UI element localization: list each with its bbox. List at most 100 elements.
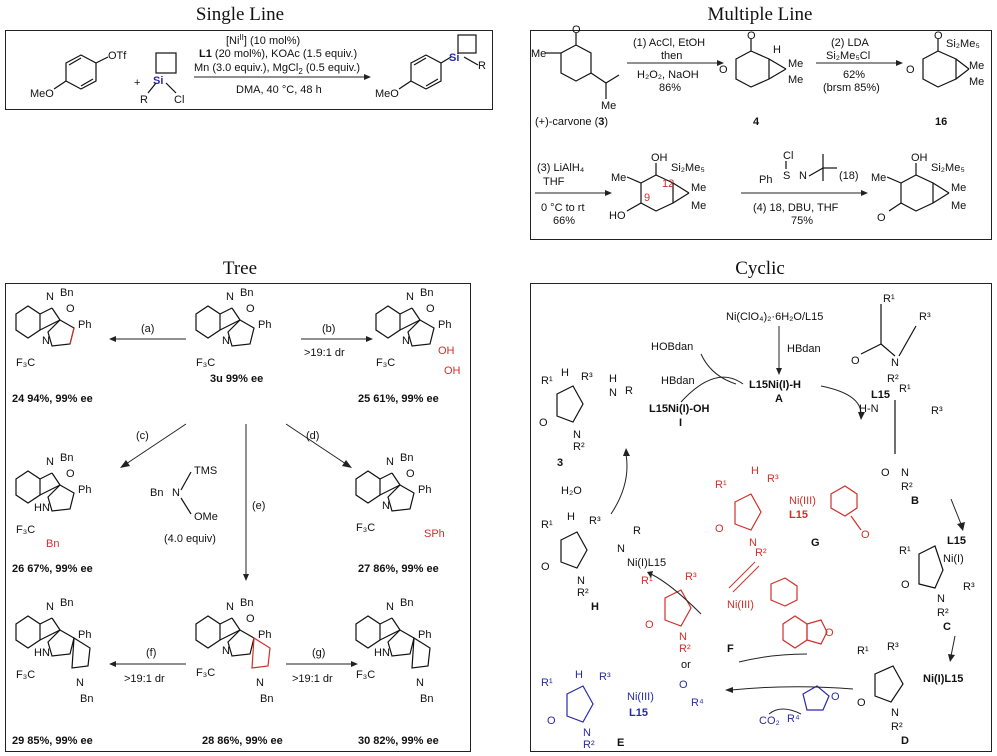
svg-text:O: O bbox=[715, 523, 724, 535]
svg-text:Si: Si bbox=[449, 52, 459, 64]
step-g: (g) bbox=[312, 647, 325, 659]
svg-text:Me: Me bbox=[951, 200, 966, 212]
compound-28: N Bn O Ph N F₃C N Bn bbox=[195, 597, 273, 705]
step3-temp: 0 °C to rt bbox=[541, 202, 585, 214]
svg-text:R²: R² bbox=[755, 547, 767, 559]
svg-text:F₃C: F₃C bbox=[356, 669, 375, 681]
compound-3u: N Bn O Ph N F₃C bbox=[195, 287, 271, 369]
svg-text:R²: R² bbox=[679, 643, 691, 655]
svg-text:O: O bbox=[901, 579, 910, 591]
label-A: A bbox=[775, 393, 783, 405]
svg-text:N: N bbox=[226, 601, 234, 613]
svg-text:Me: Me bbox=[531, 48, 546, 60]
svg-text:H: H bbox=[561, 367, 569, 379]
compound-16-label: 16 bbox=[935, 116, 947, 128]
svg-text:Ph: Ph bbox=[418, 629, 431, 641]
svg-text:N: N bbox=[42, 335, 50, 347]
svg-text:Me: Me bbox=[969, 76, 984, 88]
svg-text:R³: R³ bbox=[599, 671, 611, 683]
svg-text:Ph: Ph bbox=[759, 174, 772, 186]
svg-text:F₃C: F₃C bbox=[16, 524, 35, 536]
svg-text:N: N bbox=[901, 467, 909, 479]
svg-text:O: O bbox=[831, 691, 840, 703]
svg-text:O: O bbox=[406, 468, 415, 480]
species-I: L15Ni(I)-OH bbox=[649, 403, 710, 415]
label-C: C bbox=[943, 621, 951, 633]
svg-text:Ph: Ph bbox=[418, 484, 431, 496]
svg-text:R²: R² bbox=[937, 607, 949, 619]
svg-text:R³: R³ bbox=[767, 473, 779, 485]
svg-text:R¹: R¹ bbox=[541, 375, 553, 387]
carvone-label: (+)-carvone (3) bbox=[535, 116, 608, 128]
svg-text:N: N bbox=[46, 291, 54, 303]
svg-text:Bn: Bn bbox=[400, 452, 413, 464]
svg-text:R: R bbox=[140, 94, 148, 106]
cond-ni: [NiII] (10 mol%) bbox=[226, 33, 300, 47]
step-f: (f) bbox=[146, 647, 156, 659]
svg-text:Ph: Ph bbox=[78, 319, 91, 331]
species-F: R¹ R³ O N R² Ni(III) bbox=[641, 571, 798, 655]
plus-sign: + bbox=[134, 77, 140, 89]
species-E: R¹ H R³ O N R² Ni(III) L15 O R⁴ bbox=[541, 669, 704, 751]
svg-text:12: 12 bbox=[662, 178, 674, 190]
species-H: R¹ H R³ O N R² N R Ni(I)L15 bbox=[541, 511, 666, 599]
svg-text:Me: Me bbox=[788, 58, 803, 70]
svg-text:N: N bbox=[573, 429, 581, 441]
svg-text:R⁴: R⁴ bbox=[787, 713, 800, 725]
svg-text:O: O bbox=[541, 561, 550, 573]
svg-text:L15: L15 bbox=[947, 535, 966, 547]
anthranil-reagent: O bbox=[782, 615, 834, 649]
svg-text:Bn: Bn bbox=[400, 597, 413, 609]
step2-silane: Si₂Me₅Cl bbox=[826, 50, 870, 62]
step4-reagent: (4) 18, DBU, THF bbox=[753, 202, 839, 214]
svg-text:N: N bbox=[799, 170, 807, 182]
title-cyclic: Cyclic bbox=[735, 258, 785, 279]
svg-text:Si₂Me₅: Si₂Me₅ bbox=[931, 162, 965, 174]
step3-reagent: (3) LiAlH₄ bbox=[537, 162, 585, 174]
step-c: (c) bbox=[136, 430, 149, 442]
svg-text:F₃C: F₃C bbox=[16, 357, 35, 369]
svg-text:R: R bbox=[633, 525, 641, 537]
cond-solvent: DMA, 40 °C, 48 h bbox=[236, 84, 322, 96]
title-single-line: Single Line bbox=[195, 4, 285, 25]
h2o-label: H₂O bbox=[561, 485, 582, 497]
svg-text:Me: Me bbox=[691, 200, 706, 212]
product-arylsilane: Si R MeO bbox=[375, 34, 486, 100]
species-G: R¹ H R³ O N R² Ni(III) L15 O bbox=[715, 465, 870, 559]
svg-text:O: O bbox=[747, 30, 756, 42]
svg-text:N: N bbox=[46, 601, 54, 613]
sulfinimidoyl-reagent-18: Ph S Cl N (18) bbox=[759, 150, 859, 186]
svg-text:R³: R³ bbox=[685, 571, 697, 583]
svg-text:R⁴: R⁴ bbox=[691, 697, 704, 709]
svg-text:N: N bbox=[256, 677, 264, 689]
svg-text:Si₂Me₅: Si₂Me₅ bbox=[671, 162, 705, 174]
label-H: H bbox=[591, 601, 599, 613]
label-27: 27 86%, 99% ee bbox=[358, 563, 439, 575]
svg-text:R³: R³ bbox=[581, 371, 593, 383]
step4-yield: 75% bbox=[791, 215, 813, 227]
svg-text:Bn: Bn bbox=[60, 287, 73, 299]
svg-text:O: O bbox=[851, 355, 860, 367]
tree-scheme: N Bn O Ph N F₃C 3u 99% ee N Bn O Ph N F₃… bbox=[12, 287, 461, 747]
svg-text:Bn: Bn bbox=[420, 693, 433, 705]
svg-text:O: O bbox=[246, 613, 255, 625]
alkyne-substrate: R¹ O N R² R³ bbox=[851, 293, 931, 385]
svg-text:H: H bbox=[575, 669, 583, 681]
svg-text:N: N bbox=[406, 291, 414, 303]
svg-text:Bn: Bn bbox=[46, 538, 59, 550]
svg-text:R: R bbox=[625, 385, 633, 397]
silacyclobutane: Si R Cl bbox=[140, 52, 184, 106]
step2-yield: 62% bbox=[843, 69, 865, 81]
step-b: (b) bbox=[322, 323, 335, 335]
svg-text:OTf: OTf bbox=[108, 50, 127, 62]
step2-reagent: (2) LDA bbox=[831, 37, 870, 49]
svg-text:Bn: Bn bbox=[420, 287, 433, 299]
single-line-panel: OTf MeO + Si R Cl [NiII] (10 mol%) L1 (2… bbox=[5, 30, 493, 110]
svg-text:Si₂Me₅: Si₂Me₅ bbox=[946, 38, 980, 50]
svg-text:N: N bbox=[402, 335, 410, 347]
co2-label: CO₂ bbox=[759, 715, 780, 727]
svg-text:O: O bbox=[246, 303, 255, 315]
svg-text:Ph: Ph bbox=[258, 629, 271, 641]
svg-text:N: N bbox=[937, 593, 945, 605]
svg-text:N: N bbox=[386, 601, 394, 613]
